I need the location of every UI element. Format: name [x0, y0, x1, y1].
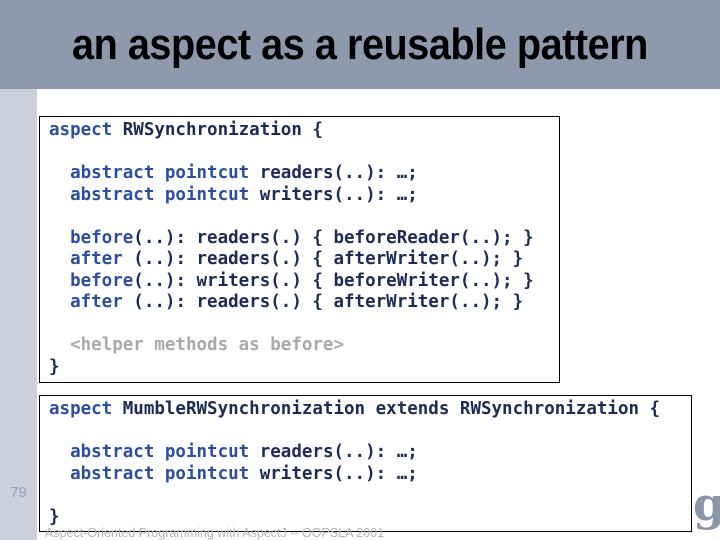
code-box-mumble-rwsynchronization: aspect MumbleRWSynchronization extends R… — [39, 395, 692, 532]
slide-title: an aspect as a reusable pattern — [72, 19, 648, 69]
footer-text: Aspect-Oriented Programming with AspectJ… — [45, 526, 385, 540]
code-text-mumble-rwsynchronization: aspect MumbleRWSynchronization extends R… — [49, 399, 661, 527]
logo-g-watermark: g — [693, 477, 720, 531]
page-number: 79 — [10, 484, 27, 501]
slide-header: an aspect as a reusable pattern — [0, 0, 720, 89]
code-text-rwsynchronization: aspect RWSynchronization { abstract poin… — [49, 120, 534, 377]
code-box-rwsynchronization: aspect RWSynchronization { abstract poin… — [39, 116, 560, 383]
left-margin-strip — [0, 89, 37, 540]
